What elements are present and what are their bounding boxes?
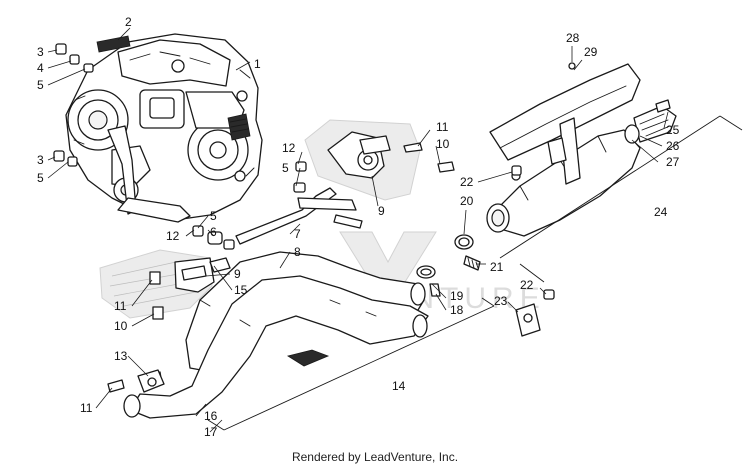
callout-1: 1 xyxy=(254,57,261,71)
callout-4: 4 xyxy=(37,61,44,75)
callout-11c: 11 xyxy=(80,401,93,415)
group-bracket-24 xyxy=(499,115,743,283)
muffler-bracket[interactable] xyxy=(515,289,555,337)
callout-18: 18 xyxy=(450,303,464,317)
engine-mount-hardware-upper[interactable] xyxy=(55,43,94,73)
callout-5b: 5 xyxy=(37,171,44,185)
callout-15: 15 xyxy=(234,283,248,297)
callout-12a: 12 xyxy=(282,141,296,155)
callout-28: 28 xyxy=(566,31,580,45)
callout-9b: 9 xyxy=(234,267,241,281)
callout-16: 16 xyxy=(204,409,218,423)
callout-10b: 10 xyxy=(114,319,128,333)
callout-20: 20 xyxy=(460,194,474,208)
exhaust-gasket[interactable] xyxy=(416,265,441,297)
exhaust-header-pipe[interactable] xyxy=(123,251,429,419)
callout-19: 19 xyxy=(450,289,464,303)
flange-bolt[interactable] xyxy=(107,379,125,393)
spring-clamp[interactable] xyxy=(463,255,481,271)
callout-25: 25 xyxy=(666,123,680,137)
callout-26: 26 xyxy=(666,139,680,153)
callout-22a: 22 xyxy=(460,175,474,189)
callout-11a: 11 xyxy=(436,120,449,134)
callout-5a: 5 xyxy=(37,78,44,92)
exhaust-flange[interactable] xyxy=(137,257,231,393)
callout-11b: 11 xyxy=(114,299,127,313)
callout-3a: 3 xyxy=(37,45,44,59)
callout-29: 29 xyxy=(584,45,598,59)
callout-2: 2 xyxy=(125,15,132,29)
engine-mount-hardware-lower[interactable] xyxy=(53,150,78,167)
bracket-bolts-lower[interactable] xyxy=(149,271,164,320)
group-bracket-14 xyxy=(207,297,495,431)
callout-labels: 1 2 3 4 5 3 5 12 5 11 10 9 5 6 12 7 8 9 … xyxy=(37,15,680,439)
support-rod[interactable] xyxy=(235,187,357,245)
callout-6: 6 xyxy=(210,225,217,239)
callout-22b: 22 xyxy=(520,278,534,292)
callout-9a: 9 xyxy=(378,204,385,218)
mount-bracket-upper[interactable] xyxy=(304,119,421,201)
callout-24: 24 xyxy=(654,205,668,219)
spacer-washers-upper[interactable] xyxy=(293,161,307,193)
bracket-bolts-upper[interactable] xyxy=(403,142,455,173)
muffler[interactable] xyxy=(486,129,641,237)
callout-7: 7 xyxy=(294,227,301,241)
muffler-bolt-upper[interactable] xyxy=(511,165,522,176)
render-credit: Rendered by LeadVenture, Inc. xyxy=(291,450,459,464)
heat-shield[interactable] xyxy=(489,62,641,185)
callout-5c: 5 xyxy=(282,161,289,175)
callout-17: 17 xyxy=(204,425,218,439)
callout-5d: 5 xyxy=(210,209,217,223)
leader-lines xyxy=(47,27,669,433)
callout-13: 13 xyxy=(114,349,128,363)
callout-21: 21 xyxy=(490,260,504,274)
spacer-washers-lower[interactable] xyxy=(192,225,235,250)
spark-arrestor[interactable] xyxy=(624,99,677,144)
callout-12b: 12 xyxy=(166,229,180,243)
callout-14: 14 xyxy=(392,379,406,393)
label-decal[interactable] xyxy=(96,35,131,53)
callout-27: 27 xyxy=(666,155,680,169)
engine-assembly[interactable] xyxy=(65,33,263,223)
callout-3b: 3 xyxy=(37,153,44,167)
callout-10a: 10 xyxy=(436,137,450,151)
seal-ring[interactable] xyxy=(454,234,474,250)
callout-8: 8 xyxy=(294,245,301,259)
callout-23: 23 xyxy=(494,294,508,308)
